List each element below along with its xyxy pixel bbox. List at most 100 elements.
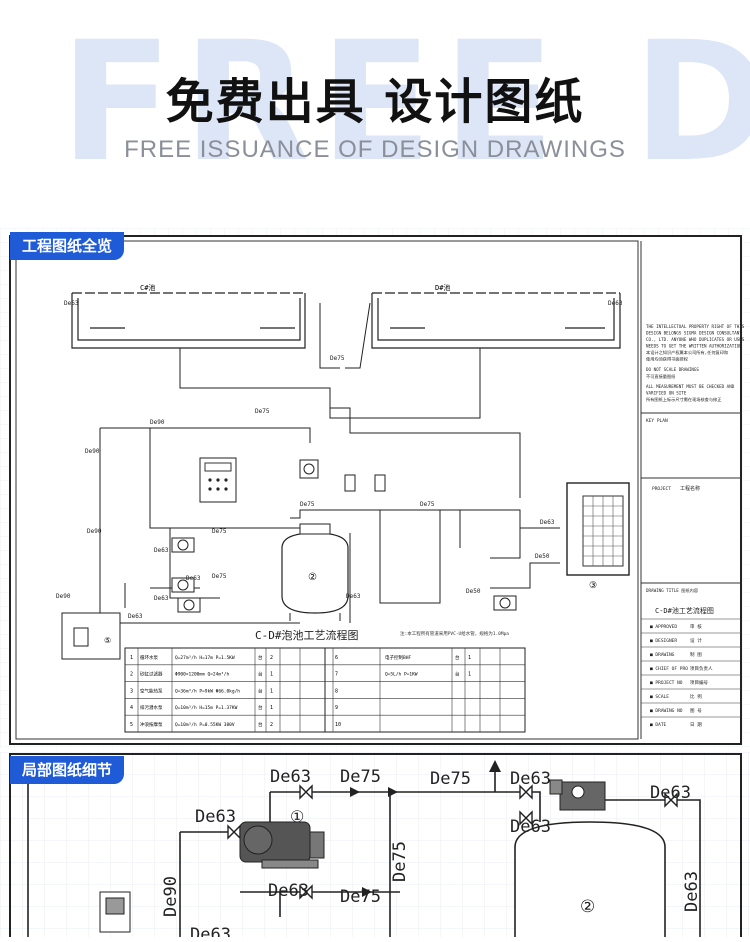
detail-drawing: ① ② De63 De75 De75 De63 De63 De63 De63 D xyxy=(0,752,750,942)
title-block-row-value: 设 计 xyxy=(690,637,702,644)
title-block-row-label: ■ CHIEF OF PRO xyxy=(650,666,688,672)
pipe-label: De90 xyxy=(56,593,71,600)
pipe-label: De90 xyxy=(161,876,181,917)
overview-drawing: C#池 D#池 xyxy=(0,228,750,748)
ip-notice-line: THE INTELLECTUAL PROPERTY RIGHT OF THIS xyxy=(646,324,745,329)
pipe-label: De63 xyxy=(510,769,551,789)
pump-5 xyxy=(299,459,319,479)
pump-4 xyxy=(493,595,517,611)
flow-arrow-icon xyxy=(350,787,360,797)
verify-notice-line: VARIFIED ON SITE xyxy=(646,391,687,396)
flow-arrow-icon xyxy=(388,787,398,797)
table-cell-no: 6 xyxy=(335,655,338,661)
table-cell-qty: 1 xyxy=(468,655,471,661)
verify-notice-line: ALL MEASUREMENT MUST BE CHECKED AND xyxy=(646,384,735,389)
table-cell-spec: Q=5L/h P=1KW xyxy=(385,672,418,678)
filter-marker: ② xyxy=(308,572,317,583)
pipe-label: De75 xyxy=(430,769,471,789)
diagram-title: C-D#泡池工艺流程图 xyxy=(255,628,359,642)
pipe-label: De50 xyxy=(466,588,481,595)
title-block-row-value: 图 号 xyxy=(690,708,702,714)
pipe-label: De50 xyxy=(535,553,550,560)
title-block-row-value: 项目负责人 xyxy=(690,665,713,672)
ip-notice-line: NEEDS TO GET THE WRITTEN AUTHORIZATION xyxy=(646,344,742,349)
table-cell-qty: 2 xyxy=(270,655,273,661)
table-cell-no: 10 xyxy=(335,722,341,728)
flow-arrow-icon xyxy=(362,887,372,897)
title-block-row-label: ■ DRAWING xyxy=(650,652,675,658)
pipe-label: De63 xyxy=(682,871,702,912)
table-cell-no: 7 xyxy=(335,672,338,678)
ip-notice-line: DESIGN BELONGS SIGMA DESIGN CONSULTANT xyxy=(646,331,742,336)
pipe-label: De90 xyxy=(150,419,165,426)
title-block: THE INTELLECTUAL PROPERTY RIGHT OF THIS D… xyxy=(641,324,745,728)
pool-d xyxy=(371,292,621,349)
pipe-label: De63 xyxy=(154,547,169,554)
title-block-row-label: ■ DRAWING NO xyxy=(650,708,683,714)
title-block-row-value: 审 核 xyxy=(690,623,702,630)
table-cell-spec: Q=10m³/h P=0.55KW 380V xyxy=(175,722,235,728)
table-cell-qty: 2 xyxy=(270,722,273,728)
pool-c-label: C#池 xyxy=(140,283,155,292)
title-block-row-label: ■ APPROVED xyxy=(650,624,677,630)
title-block-row-value: 日 期 xyxy=(690,722,702,728)
drawing-title-label: DRAWING TITLE 图纸内容 xyxy=(646,587,698,594)
ip-notice-line: 本设计之知识产权属本公司所有,任何复印和 xyxy=(646,349,728,356)
pipe-label: De75 xyxy=(390,841,410,882)
pipe-label: De63 xyxy=(154,595,169,602)
table-cell-unit: 台 xyxy=(455,671,460,678)
pipe-label: De75 xyxy=(300,501,315,508)
pipe-label: De63 xyxy=(540,519,555,526)
pipe-label: De63 xyxy=(608,300,623,307)
sump-marker: ⑤ xyxy=(104,636,111,645)
project-label: PROJECT xyxy=(652,486,671,492)
title-block-row-label: ■ DESIGNER xyxy=(650,638,677,644)
hero-subtitle: FREE ISSUANCE OF DESIGN DRAWINGS xyxy=(124,136,626,163)
pipe-label: De75 xyxy=(212,573,227,580)
table-cell-name: 循环水泵 xyxy=(140,654,158,661)
table-cell-qty: 1 xyxy=(270,688,273,694)
drawing-title-value: C-D#池工艺流程图 xyxy=(655,606,714,615)
pool-d-label: D#池 xyxy=(435,283,450,292)
detail-pump: ① xyxy=(239,807,325,869)
do-not-scale: DO NOT SCALE DRAWINGS xyxy=(646,367,699,372)
detail-section: 局部图纸细节 xyxy=(0,752,750,942)
table-cell-no: 3 xyxy=(130,688,133,694)
overview-section: 工程图纸全览 C#池 D#池 xyxy=(0,228,750,748)
title-block-row-label: ■ PROJECT NO xyxy=(650,680,683,686)
hero-banner: FREE DESIGN 免费出具 设计图纸 FREE ISSUANCE OF D… xyxy=(0,0,750,215)
verify-notice-line: 所有图纸上标示尺寸需在现场核查与修正 xyxy=(646,396,721,403)
pipe-label: De75 xyxy=(255,408,270,415)
pipe-label: De90 xyxy=(85,448,100,455)
pipe-label: De63 xyxy=(510,817,551,837)
valves xyxy=(227,784,678,900)
control-panel xyxy=(199,457,237,503)
table-cell-no: 1 xyxy=(130,655,133,661)
project-value: 工程名称 xyxy=(680,485,700,492)
pump-3 xyxy=(177,597,201,613)
title-block-row-label: ■ SCALE xyxy=(650,694,669,700)
pipe-label: De63 xyxy=(650,783,691,803)
table-cell-unit: 台 xyxy=(258,654,263,661)
pipe-label: De63 xyxy=(128,613,143,620)
detail-control-box xyxy=(99,891,131,933)
table-cell-no: 8 xyxy=(335,688,338,694)
pipe-label: De63 xyxy=(270,767,311,787)
do-not-scale-cn: 不可直接量图纸 xyxy=(646,373,676,380)
table-cell-unit: 台 xyxy=(258,687,263,694)
pool-c xyxy=(71,292,306,349)
sump-pit: ⑤ xyxy=(61,612,121,660)
pipe-label: De90 xyxy=(87,528,102,535)
table-cell-qty: 1 xyxy=(270,705,273,711)
pipe-label: De63 xyxy=(268,881,309,901)
hero-background-word: FREE DESIGN xyxy=(60,6,750,198)
diagram-note: 注:本工程所有管道采用PVC-U给水管，规格为1.0Mpa xyxy=(400,630,509,637)
pipe-label: De75 xyxy=(420,501,435,508)
pipe-label: De75 xyxy=(212,528,227,535)
overview-tag: 工程图纸全览 xyxy=(10,232,125,260)
table-cell-no: 2 xyxy=(130,672,133,678)
title-block-row-value: 制 图 xyxy=(690,651,702,658)
heat-pump-unit: ③ xyxy=(566,482,630,591)
table-cell-name: 排污潜水泵 xyxy=(140,704,163,711)
